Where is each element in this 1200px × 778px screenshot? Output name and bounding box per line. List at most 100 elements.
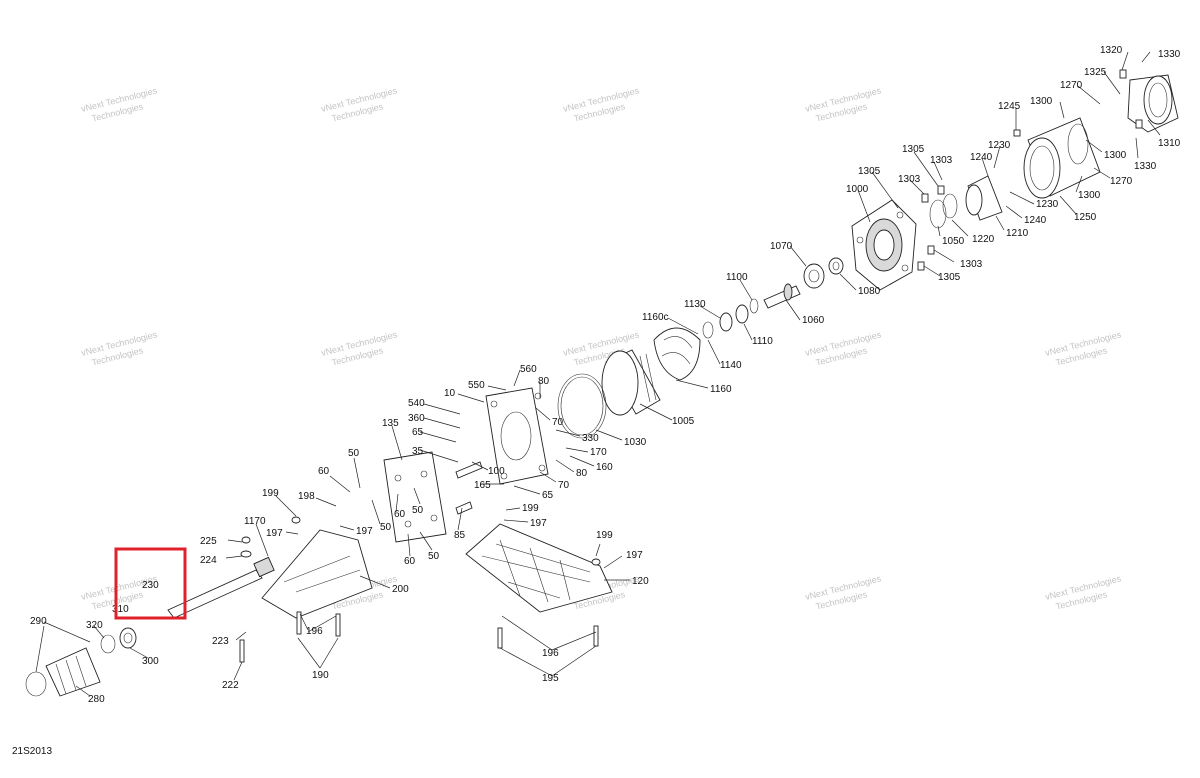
o-ring-1030[interactable] (557, 373, 607, 439)
callout-1305[interactable]: 1305 (938, 272, 961, 283)
callout-10[interactable]: 10 (444, 388, 456, 399)
driveshaft-housing-part[interactable] (261, 529, 373, 619)
callout-85[interactable]: 85 (454, 530, 466, 541)
callout-1230[interactable]: 1230 (1036, 199, 1059, 210)
callout-1300[interactable]: 1300 (1104, 150, 1127, 161)
driveshaft-part[interactable] (167, 556, 275, 619)
ring-320[interactable] (100, 634, 116, 654)
callout-60[interactable]: 60 (394, 509, 406, 520)
callout-1320[interactable]: 1320 (1100, 45, 1123, 56)
callout-1170[interactable]: 1170 (244, 516, 266, 527)
callout-1325[interactable]: 1325 (1084, 67, 1107, 78)
callout-199[interactable]: 199 (262, 488, 279, 499)
callout-65[interactable]: 65 (542, 490, 554, 501)
callout-560[interactable]: 560 (520, 364, 537, 375)
ring-1140[interactable] (702, 321, 714, 339)
callout-1230[interactable]: 1230 (988, 140, 1011, 151)
callout-1160[interactable]: 1160 (710, 384, 732, 395)
callout-50[interactable]: 50 (428, 551, 440, 562)
callout-360[interactable]: 360 (408, 413, 425, 424)
callout-1270[interactable]: 1270 (1060, 80, 1083, 91)
callout-1303[interactable]: 1303 (960, 259, 983, 270)
callout-200[interactable]: 200 (392, 584, 409, 595)
callout-330[interactable]: 330 (582, 433, 599, 444)
callout-225[interactable]: 225 (200, 536, 217, 547)
o-ring-1050[interactable] (929, 199, 947, 229)
callout-1300[interactable]: 1300 (1030, 96, 1053, 107)
o-ring-1220[interactable] (942, 193, 958, 219)
bearing-1070[interactable] (803, 263, 825, 289)
callout-160[interactable]: 160 (596, 462, 613, 473)
callout-1030[interactable]: 1030 (624, 437, 647, 448)
callout-80[interactable]: 80 (576, 468, 588, 479)
cone-part[interactable] (965, 175, 1003, 221)
callout-60[interactable]: 60 (318, 466, 330, 477)
bushing-1080[interactable] (828, 257, 844, 275)
callout-1250[interactable]: 1250 (1074, 212, 1097, 223)
callout-1240[interactable]: 1240 (1024, 215, 1047, 226)
callout-280[interactable]: 280 (88, 694, 105, 705)
callout-1100[interactable]: 1100 (726, 272, 748, 283)
callout-80[interactable]: 80 (538, 376, 550, 387)
callout-50[interactable]: 50 (380, 522, 392, 533)
wear-ring-part[interactable] (601, 349, 661, 416)
callout-1110[interactable]: 1110 (752, 336, 773, 347)
callout-1080[interactable]: 1080 (858, 286, 881, 297)
callout-1160c[interactable]: 1160c (642, 312, 669, 323)
callout-100[interactable]: 100 (488, 466, 505, 477)
callout-1000[interactable]: 1000 (846, 184, 869, 195)
callout-1005[interactable]: 1005 (672, 416, 695, 427)
adapter-plate-part[interactable] (485, 387, 549, 485)
callout-1330[interactable]: 1330 (1134, 161, 1157, 172)
callout-223[interactable]: 223 (212, 636, 229, 647)
callout-1310[interactable]: 1310 (1158, 138, 1181, 149)
callout-197[interactable]: 197 (530, 518, 547, 529)
coupler-300[interactable] (119, 627, 137, 649)
callout-198[interactable]: 198 (298, 491, 315, 502)
callout-1300[interactable]: 1300 (1078, 190, 1101, 201)
ride-plate-part[interactable] (465, 523, 613, 613)
ring-1100[interactable] (749, 298, 759, 314)
callout-170[interactable]: 170 (590, 447, 607, 458)
impeller-part[interactable] (653, 327, 701, 381)
callout-1270[interactable]: 1270 (1110, 176, 1133, 187)
callout-70[interactable]: 70 (552, 417, 564, 428)
callout-199[interactable]: 199 (596, 530, 613, 541)
callout-300[interactable]: 300 (142, 656, 159, 667)
callout-65[interactable]: 65 (412, 427, 424, 438)
gasket-part[interactable] (383, 451, 447, 543)
callout-1210[interactable]: 1210 (1006, 228, 1029, 239)
nozzle-part[interactable] (1127, 74, 1179, 133)
callout-197[interactable]: 197 (626, 550, 643, 561)
callout-197[interactable]: 197 (266, 528, 283, 539)
callout-196[interactable]: 196 (542, 648, 559, 659)
callout-135[interactable]: 135 (382, 418, 399, 429)
clamp-290[interactable] (25, 671, 47, 697)
callout-50[interactable]: 50 (412, 505, 424, 516)
callout-120[interactable]: 120 (632, 576, 649, 587)
callout-70[interactable]: 70 (558, 480, 570, 491)
callout-290[interactable]: 290 (30, 616, 47, 627)
callout-550[interactable]: 550 (468, 380, 485, 391)
callout-50[interactable]: 50 (348, 448, 360, 459)
callout-1130[interactable]: 1130 (684, 299, 706, 310)
callout-310[interactable]: 310 (112, 604, 129, 615)
callout-1070[interactable]: 1070 (770, 241, 793, 252)
callout-540[interactable]: 540 (408, 398, 425, 409)
callout-1140[interactable]: 1140 (720, 360, 742, 371)
seal-1130[interactable] (719, 312, 733, 332)
callout-1330[interactable]: 1330 (1158, 49, 1181, 60)
callout-222[interactable]: 222 (222, 680, 239, 691)
boot-280[interactable] (45, 647, 101, 697)
venturi-part[interactable] (1023, 117, 1101, 199)
callout-1305[interactable]: 1305 (902, 144, 925, 155)
callout-1303[interactable]: 1303 (898, 174, 921, 185)
callout-1240[interactable]: 1240 (970, 152, 993, 163)
pump-housing-part[interactable] (851, 199, 917, 291)
callout-230[interactable]: 230 (142, 580, 159, 591)
callout-224[interactable]: 224 (200, 555, 217, 566)
callout-320[interactable]: 320 (86, 620, 103, 631)
callout-190[interactable]: 190 (312, 670, 329, 681)
callout-1305[interactable]: 1305 (858, 166, 881, 177)
callout-1303[interactable]: 1303 (930, 155, 953, 166)
